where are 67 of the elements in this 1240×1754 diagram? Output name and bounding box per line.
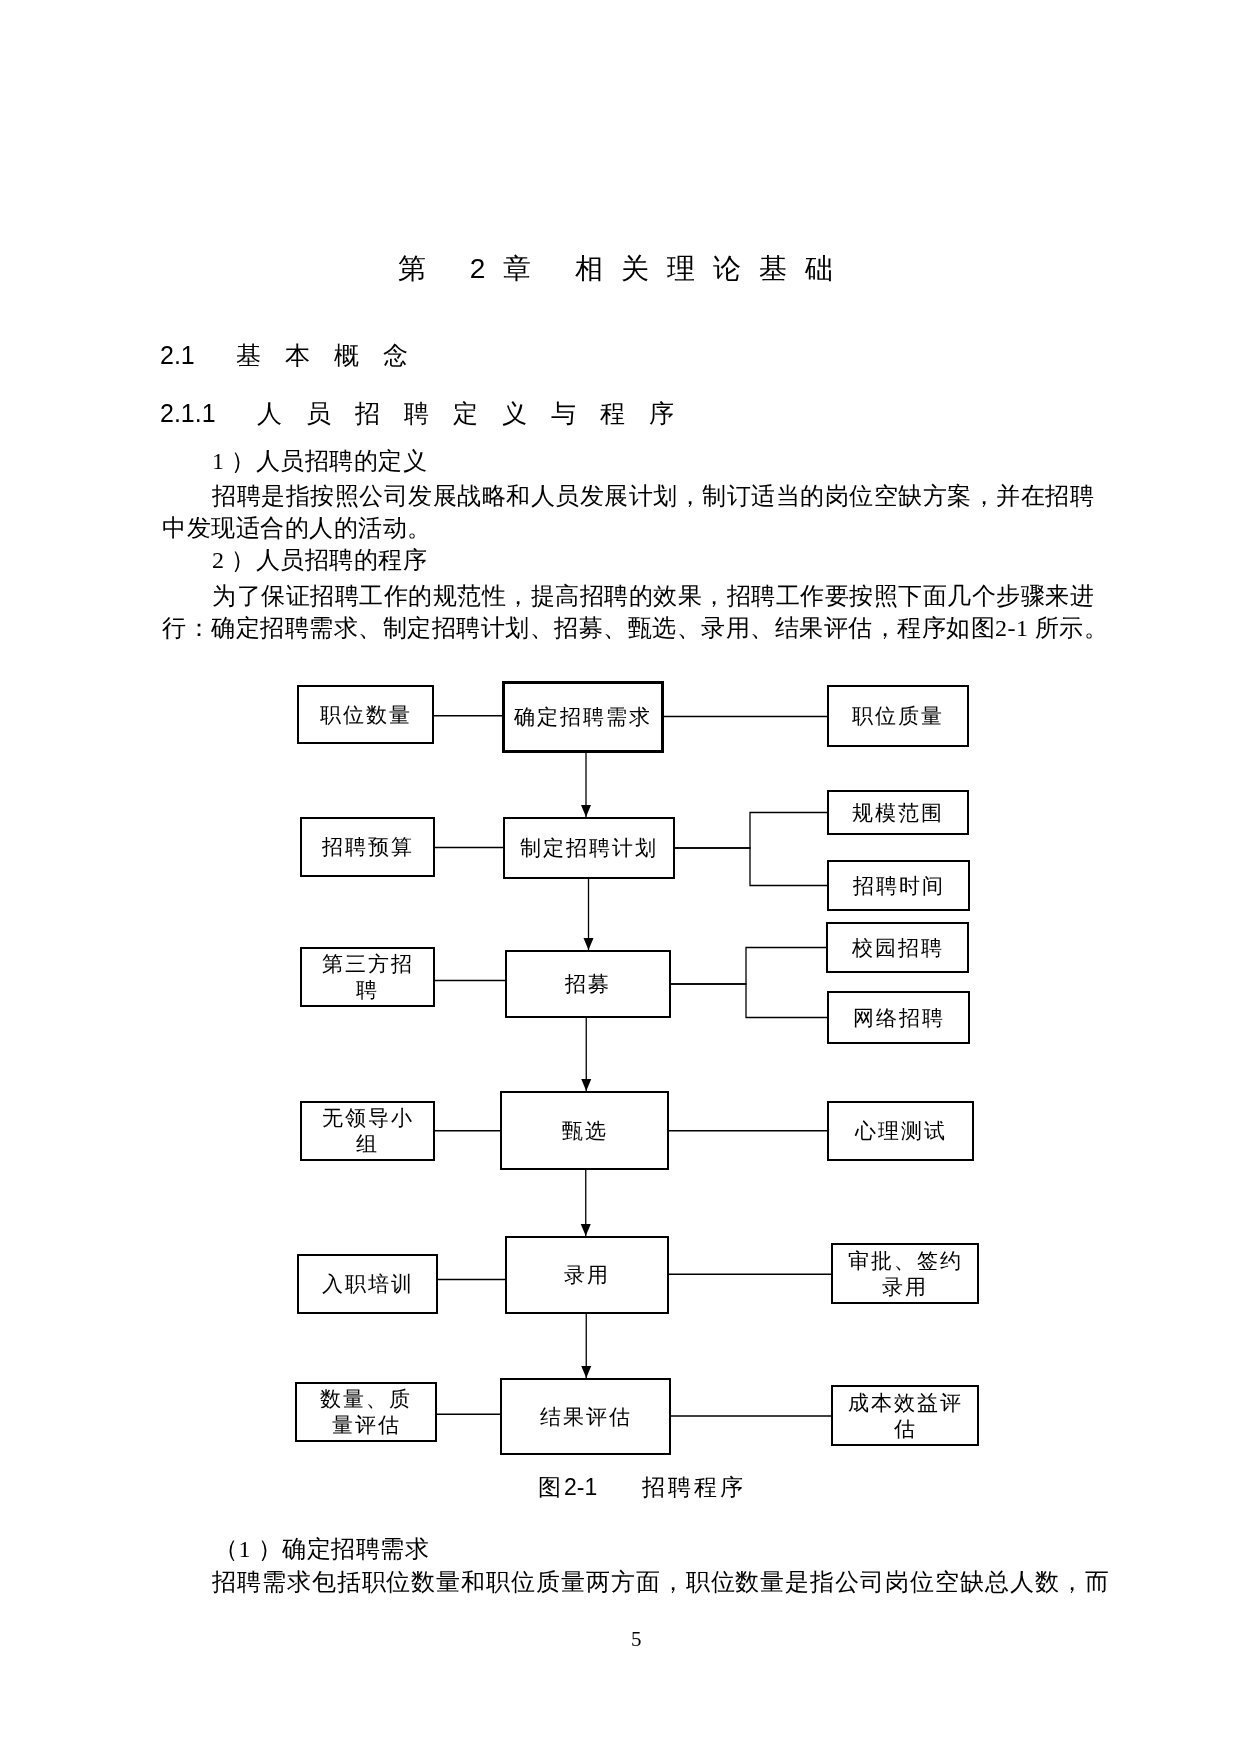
step-label: 甄选 (561, 1117, 608, 1144)
connector-line (434, 979, 506, 982)
arrow (583, 878, 594, 951)
process-box (503, 817, 675, 879)
item-label: 招聘预算 (321, 834, 414, 860)
connector-line (674, 847, 828, 887)
list-heading: （1 ）确定招聘需求 (214, 1535, 429, 1564)
body-paragraph: 招聘需求包括职位数量和职位质量两方面，职位数量是指公司岗位空缺总人数，而 (211, 1568, 1110, 1597)
detail-box (295, 1382, 437, 1442)
detail-box (826, 922, 969, 973)
process-box (505, 950, 671, 1018)
item-label: 规模范围 (852, 799, 944, 826)
step-label: 招募 (565, 971, 611, 997)
body-paragraph: 为了保证招聘工作的规范性，提高招聘的效果，招聘工作要按照下面几个步骤来进行：确定招聘需求、制定招聘计划、招募、甄选、录用、结果评估，程序如图2-1 所示。 (162, 582, 1110, 643)
connector-line (670, 1415, 832, 1417)
step-label: 制定招聘计划 (520, 835, 658, 861)
arrow (581, 752, 591, 818)
step-label: 结果评估 (539, 1403, 632, 1430)
step-label: 录用 (564, 1262, 610, 1288)
step-label: 确定招聘需求 (514, 704, 652, 730)
connector-line (668, 1130, 828, 1132)
item-label: 审批、签约录用 (846, 1247, 964, 1300)
process-box (500, 1378, 671, 1455)
body-paragraph: 招聘是指按照公司发展战略和人员发展计划，制订适当的岗位空缺方案，并在招聘中发现适合的人的活动。 (162, 482, 1095, 543)
connector-line (433, 715, 503, 717)
arrow (581, 1017, 592, 1092)
connector-line (668, 1273, 832, 1275)
list-heading: 1 ）人员招聘的定义 (212, 447, 427, 476)
detail-box (297, 685, 434, 744)
item-label: 心理测试 (854, 1118, 947, 1144)
item-label: 招聘时间 (852, 872, 945, 899)
detail-box (831, 1243, 979, 1304)
item-label: 职位数量 (319, 701, 412, 728)
item-label: 数量、质量评估 (319, 1386, 413, 1438)
detail-box (827, 1101, 974, 1161)
connector-line (434, 846, 504, 849)
detail-box (300, 1101, 435, 1161)
detail-box (297, 1254, 438, 1314)
chapter-heading: 第 2章 相关理论基础 (398, 253, 852, 285)
list-heading: 2 ）人员招聘的程序 (212, 546, 427, 575)
connector-line (670, 983, 828, 1019)
process-box (505, 1236, 669, 1314)
connector-line (437, 1278, 506, 1281)
connector-line (663, 715, 828, 718)
item-label: 职位质量 (852, 703, 944, 729)
item-label: 成本效益评估 (846, 1389, 964, 1442)
arrow (580, 1169, 591, 1237)
item-label: 第三方招聘 (320, 951, 415, 1003)
subsection-heading: 2.1.1 人员招聘定义与程序 (160, 398, 698, 429)
item-label: 入职培训 (321, 1271, 414, 1297)
process-box (502, 681, 664, 753)
item-label: 校园招聘 (851, 934, 944, 961)
item-label: 无领导小组 (320, 1105, 415, 1157)
arrow (581, 1313, 592, 1379)
detail-box (300, 947, 435, 1007)
detail-box (827, 991, 970, 1044)
section-heading: 2.1 基本概念 (160, 340, 432, 371)
process-box (500, 1091, 669, 1170)
detail-box (827, 790, 969, 835)
detail-box (827, 685, 969, 747)
detail-box (300, 817, 435, 877)
detail-box (827, 860, 970, 911)
connector-line (436, 1413, 501, 1415)
detail-box (831, 1385, 979, 1446)
page-number: 5 (631, 1626, 642, 1653)
connector-line (434, 1130, 501, 1132)
item-label: 网络招聘 (852, 1004, 945, 1031)
